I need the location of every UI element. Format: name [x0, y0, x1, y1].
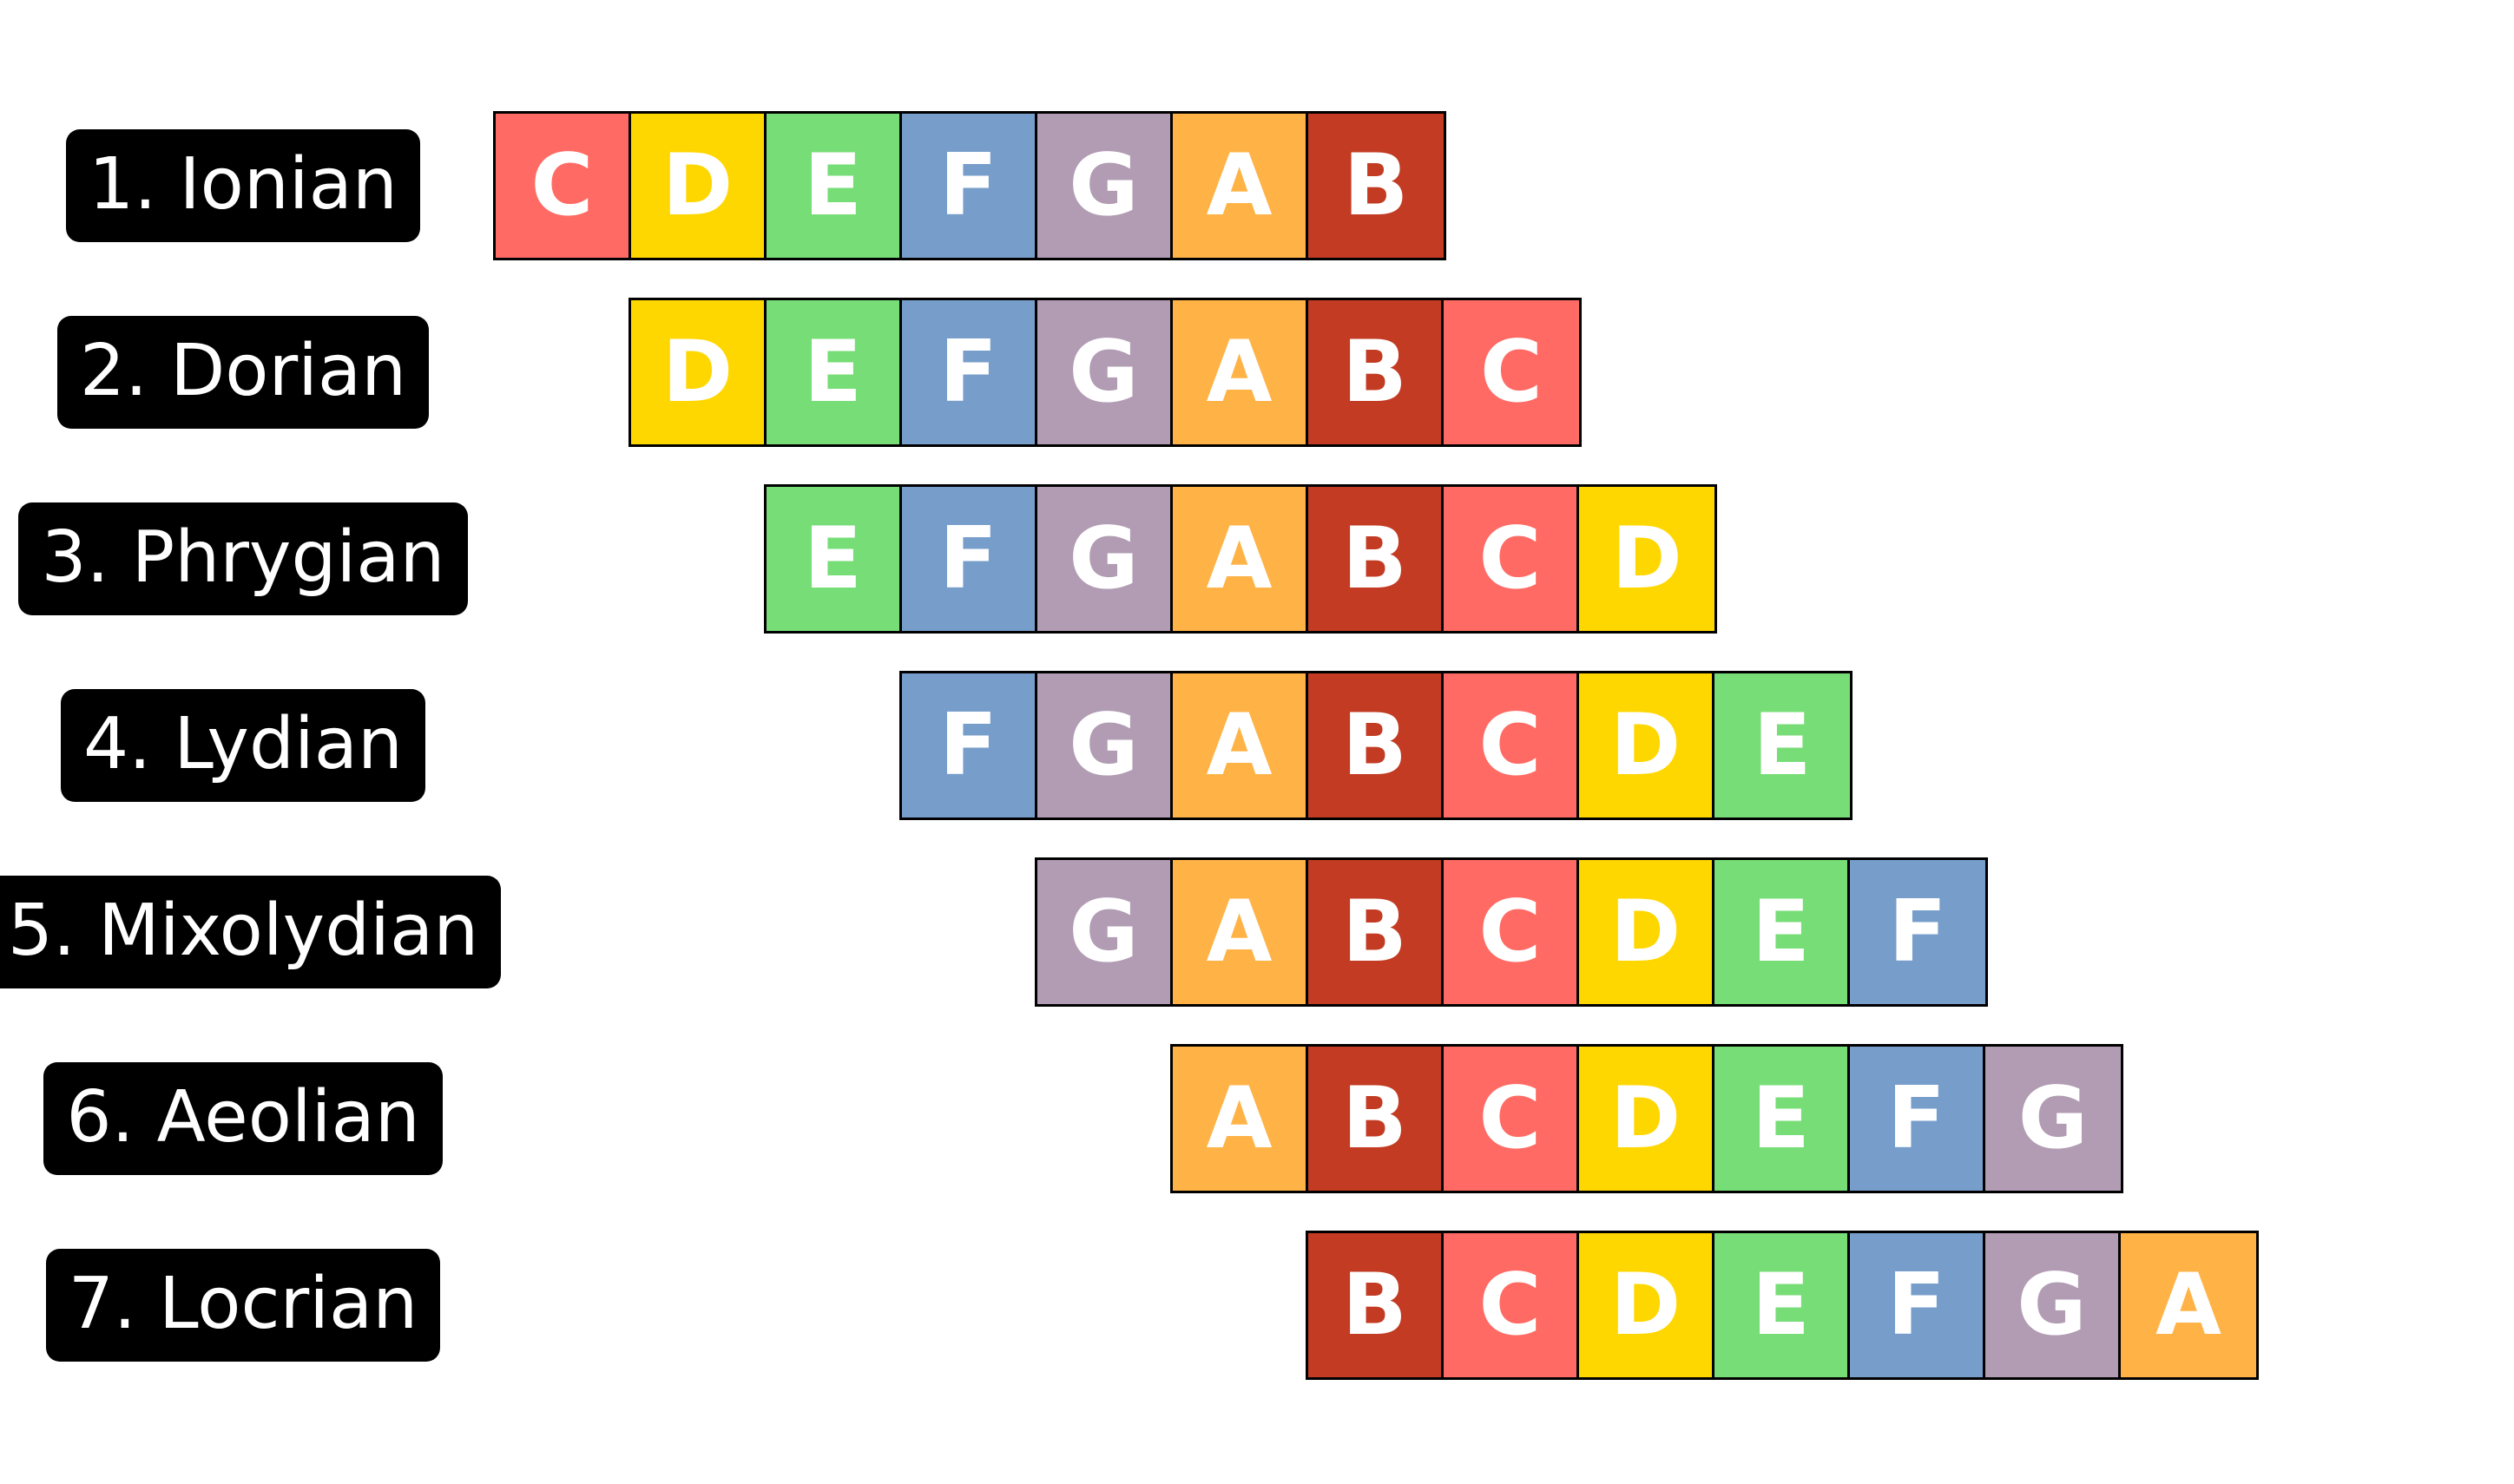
note-cell-f: F — [1850, 1047, 1985, 1191]
note-cell-g: G — [1037, 114, 1173, 258]
note-cell-g: G — [1037, 860, 1173, 1004]
note-cell-e: E — [1714, 673, 1850, 818]
note-cell-b: B — [1308, 487, 1444, 631]
mode-label: 4. Lydian — [60, 689, 426, 802]
mode-label-container: 7. Locrian — [0, 1231, 486, 1380]
note-cell-f: F — [1850, 1233, 1985, 1377]
note-cell-c: C — [496, 114, 631, 258]
note-cell-c: C — [1444, 300, 1579, 444]
mode-label: 2. Dorian — [56, 316, 430, 429]
note-cell-g: G — [1985, 1047, 2121, 1191]
note-cell-d: D — [1579, 1233, 1714, 1377]
note-cell-g: G — [1037, 487, 1173, 631]
note-cell-c: C — [1444, 860, 1579, 1004]
note-cell-e: E — [1714, 1047, 1850, 1191]
mode-label-container: 3. Phrygian — [0, 484, 486, 634]
note-cell-a: A — [1173, 673, 1308, 818]
mode-label: 1. Ionian — [66, 129, 420, 242]
note-cell-a: A — [1173, 860, 1308, 1004]
mode-label-container: 5. Mixolydian — [0, 857, 502, 1007]
note-cell-e: E — [767, 114, 902, 258]
note-cell-c: C — [1444, 487, 1579, 631]
note-cell-f: F — [902, 114, 1037, 258]
note-cell-b: B — [1308, 114, 1444, 258]
mode-label: 7. Locrian — [45, 1249, 441, 1362]
note-cell-b: B — [1308, 300, 1444, 444]
note-cell-g: G — [1037, 673, 1173, 818]
note-cell-c: C — [1444, 1233, 1579, 1377]
mode-label-container: 2. Dorian — [0, 298, 486, 447]
note-cell-f: F — [902, 673, 1037, 818]
note-cell-e: E — [1714, 860, 1850, 1004]
mode-label-container: 4. Lydian — [0, 671, 486, 820]
note-cell-a: A — [2121, 1233, 2256, 1377]
note-cell-d: D — [1579, 487, 1714, 631]
note-cell-e: E — [767, 487, 902, 631]
note-cell-a: A — [1173, 114, 1308, 258]
note-cell-f: F — [902, 300, 1037, 444]
note-cell-b: B — [1308, 1047, 1444, 1191]
note-cell-a: A — [1173, 1047, 1308, 1191]
note-cell-c: C — [1444, 1047, 1579, 1191]
mode-label: 3. Phrygian — [18, 502, 468, 615]
note-cell-g: G — [1985, 1233, 2121, 1377]
note-cell-b: B — [1308, 1233, 1444, 1377]
note-cell-b: B — [1308, 860, 1444, 1004]
mode-label: 6. Aeolian — [43, 1062, 443, 1175]
note-cell-e: E — [767, 300, 902, 444]
mode-label: 5. Mixolydian — [0, 876, 502, 988]
note-cell-e: E — [1714, 1233, 1850, 1377]
note-cell-d: D — [631, 300, 767, 444]
note-cell-b: B — [1308, 673, 1444, 818]
note-cell-d: D — [631, 114, 767, 258]
note-cell-g: G — [1037, 300, 1173, 444]
mode-label-container: 6. Aeolian — [0, 1044, 486, 1193]
note-cell-d: D — [1579, 1047, 1714, 1191]
note-cell-f: F — [902, 487, 1037, 631]
note-cell-a: A — [1173, 300, 1308, 444]
note-cell-d: D — [1579, 673, 1714, 818]
note-cell-a: A — [1173, 487, 1308, 631]
mode-label-container: 1. Ionian — [0, 111, 486, 260]
note-cell-c: C — [1444, 673, 1579, 818]
note-cell-d: D — [1579, 860, 1714, 1004]
note-cell-f: F — [1850, 860, 1985, 1004]
